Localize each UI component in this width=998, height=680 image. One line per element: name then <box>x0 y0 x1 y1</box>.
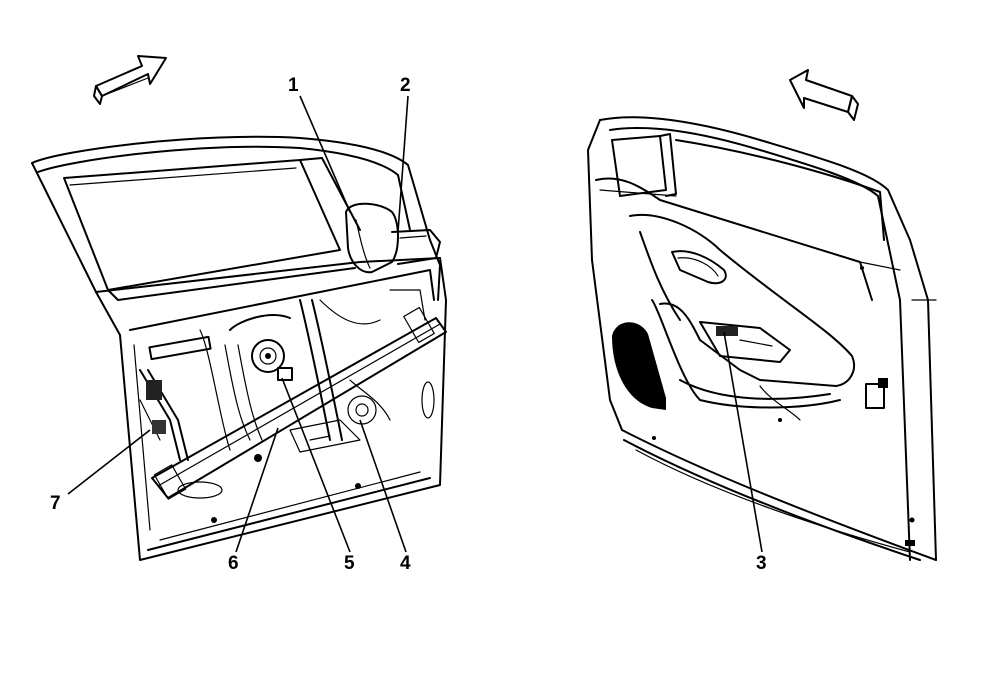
left-door-assembly <box>31 55 447 561</box>
callout-6: 6 <box>228 553 239 574</box>
right-door-trim-panel <box>587 69 937 561</box>
right-direction-arrow-icon <box>789 69 859 121</box>
window-switch-bezel <box>699 321 791 363</box>
callout-5: 5 <box>344 553 355 574</box>
callout-2: 2 <box>400 75 411 96</box>
door-latch <box>139 335 212 461</box>
window-regulator <box>224 299 391 441</box>
callout-4: 4 <box>400 553 411 574</box>
outside-mirror <box>345 202 441 274</box>
callout-7: 7 <box>50 493 61 514</box>
speaker-grille <box>612 322 666 410</box>
callout-1: 1 <box>288 75 299 96</box>
door-impact-beam <box>151 306 447 500</box>
left-direction-arrow-icon <box>93 55 167 105</box>
callout-3: 3 <box>756 553 767 574</box>
